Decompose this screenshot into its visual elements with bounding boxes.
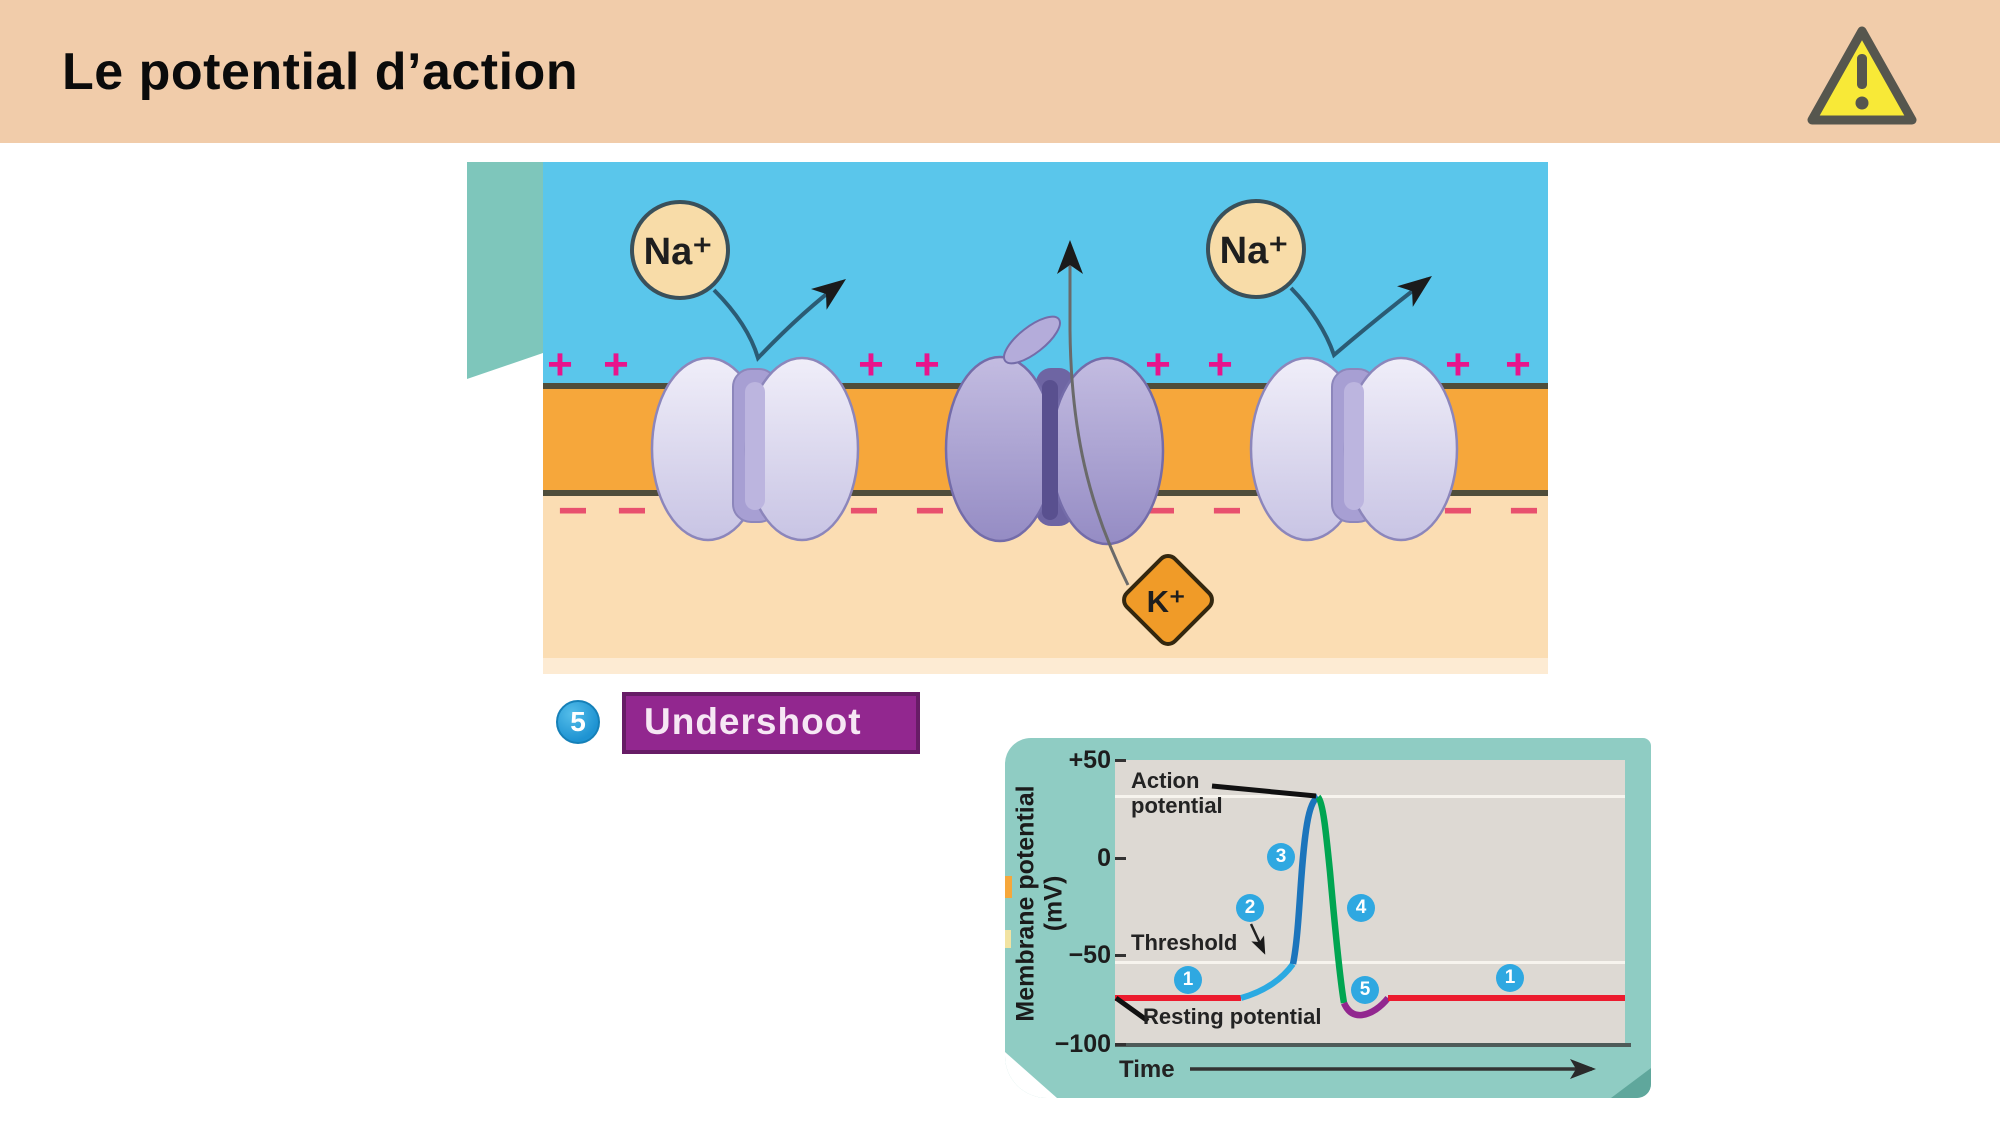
- potassium-exit-arrow: [1057, 240, 1130, 586]
- positive-charge: +: [1145, 340, 1171, 389]
- phase-marker-1: 1: [1174, 966, 1202, 994]
- y-tick: [1115, 857, 1126, 860]
- intracellular-fade-strip: [543, 658, 1548, 674]
- threshold-label: Threshold: [1131, 930, 1238, 955]
- scan-fragment: [1005, 876, 1012, 898]
- negative-charge: −: [1509, 482, 1539, 540]
- action-potential-callout-line: [1211, 783, 1317, 799]
- y-tick-label: 0: [1097, 844, 1111, 872]
- y-tick-label: −100: [1054, 1030, 1111, 1058]
- negative-charge: −: [558, 482, 588, 540]
- positive-charge: +: [1445, 340, 1471, 389]
- phase-marker-5: 5: [1351, 976, 1379, 1004]
- threshold-pointer-arrow: [1249, 923, 1266, 955]
- header-bar: Le potential d’action: [0, 0, 2000, 143]
- positive-charge: +: [1505, 340, 1531, 389]
- negative-charge: −: [915, 482, 945, 540]
- sodium-ion-left: Na⁺: [630, 200, 730, 300]
- y-tick: [1115, 759, 1126, 762]
- sodium-channel-left: [650, 356, 860, 542]
- resting-potential-label: Resting potential: [1143, 1004, 1322, 1029]
- negative-charge: −: [849, 482, 879, 540]
- negative-charge: −: [1212, 482, 1242, 540]
- potassium-channel-open: [944, 315, 1165, 546]
- sodium-ion-label: Na⁺: [644, 231, 713, 273]
- positive-charge: +: [603, 340, 629, 389]
- curve-falling-phase: [1315, 794, 1348, 1004]
- phase-marker-1-repeat: 1: [1496, 964, 1524, 992]
- sodium-blocked-arrow-left: [712, 278, 846, 362]
- gridline-threshold: [1115, 961, 1625, 964]
- positive-charge: +: [1207, 340, 1233, 389]
- warning-triangle-icon: [1807, 26, 1917, 125]
- positive-charge-row: + + + + + + + +: [547, 340, 1531, 389]
- gridline-peak: [1115, 795, 1625, 798]
- warning-exclamation-dot: [1855, 96, 1869, 110]
- positive-charge: +: [547, 340, 573, 389]
- phase-marker-4: 4: [1347, 894, 1375, 922]
- positive-charge: +: [914, 340, 940, 389]
- phase-marker-2: 2: [1236, 894, 1264, 922]
- resting-potential-callout-line: [1114, 995, 1150, 1024]
- curve-undershoot: [1341, 995, 1391, 1019]
- y-tick: [1115, 954, 1126, 957]
- action-potential-graph: +50 0 −50 −100 Membrane potential (mV): [1005, 738, 1651, 1098]
- x-axis-label: Time: [1119, 1056, 1175, 1083]
- scan-fragment: [1005, 930, 1011, 948]
- potassium-ion: K⁺: [1122, 554, 1214, 646]
- step-number-badge: 5: [556, 700, 600, 744]
- negative-charge-row: − − − − − − − −: [558, 482, 1539, 540]
- teal-edge-band: [467, 162, 543, 379]
- warning-exclamation-bar: [1857, 54, 1867, 89]
- sodium-channel-right: [1249, 356, 1459, 542]
- action-potential-label: Action potential: [1131, 768, 1223, 819]
- phase-marker-3: 3: [1267, 843, 1295, 871]
- membrane-potential-curve: [1114, 783, 1625, 1079]
- sodium-ion-label: Na⁺: [1220, 230, 1289, 272]
- positive-charge: +: [858, 340, 884, 389]
- curve-depolarize-to-threshold: [1240, 962, 1296, 1001]
- negative-charge: −: [617, 482, 647, 540]
- curve-rising-phase: [1289, 794, 1320, 965]
- y-tick-label: −50: [1068, 941, 1111, 969]
- step-label-undershoot: Undershoot: [622, 692, 920, 754]
- sodium-ion-right: Na⁺: [1206, 199, 1306, 299]
- y-tick: [1115, 1043, 1126, 1046]
- channel-gate-flap: [1003, 315, 1061, 365]
- x-axis-line: [1115, 1043, 1631, 1047]
- membrane-diagram: + + + + + + + + − − − − − − − −: [467, 162, 1548, 674]
- page-title: Le potential d’action: [62, 42, 579, 101]
- potassium-ion-label: K⁺: [1147, 584, 1186, 619]
- sodium-blocked-arrow-right: [1289, 275, 1432, 359]
- y-tick-label: +50: [1068, 746, 1111, 774]
